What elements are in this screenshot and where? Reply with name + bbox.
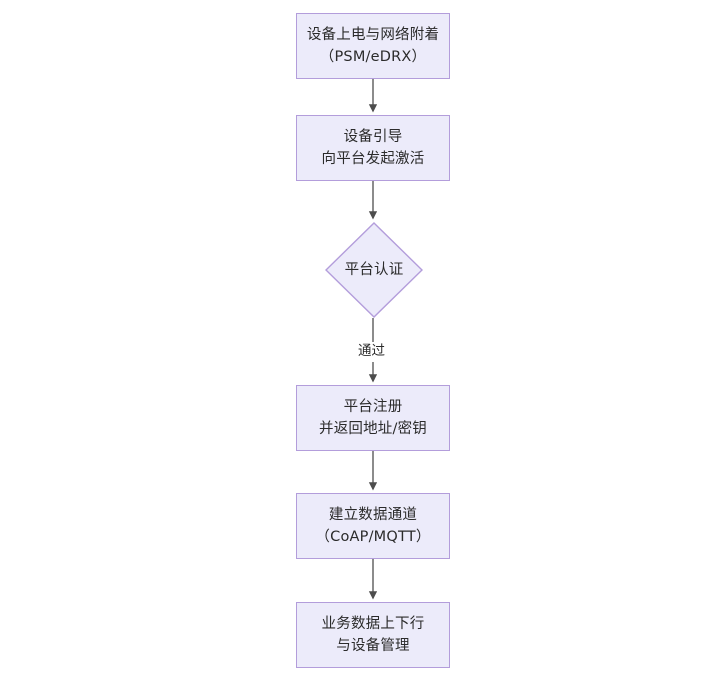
node-line: 设备上电与网络附着 xyxy=(306,26,440,43)
node-line: 设备引导 xyxy=(343,128,403,145)
diamond-icon xyxy=(325,222,423,318)
node-label: 平台认证 xyxy=(325,222,423,318)
edge-label-pass: 通过 xyxy=(355,342,388,362)
node-platform-registration[interactable]: 平台注册 并返回地址/密钥 xyxy=(296,385,450,451)
node-device-bootstrap[interactable]: 设备引导 向平台发起激活 xyxy=(296,115,450,181)
node-line: 平台注册 xyxy=(343,398,403,415)
node-platform-authentication[interactable]: 平台认证 xyxy=(325,222,423,318)
node-line: 业务数据上下行 xyxy=(321,615,425,632)
node-line: （CoAP/MQTT） xyxy=(315,529,431,545)
node-line: （PSM/eDRX） xyxy=(319,49,427,65)
node-line: 向平台发起激活 xyxy=(321,151,425,167)
node-business-data-and-device-management[interactable]: 业务数据上下行 与设备管理 xyxy=(296,602,450,668)
node-device-power-on[interactable]: 设备上电与网络附着 （PSM/eDRX） xyxy=(296,13,450,79)
node-line: 平台认证 xyxy=(344,261,404,278)
node-line: 与设备管理 xyxy=(336,638,410,654)
node-establish-data-channel[interactable]: 建立数据通道 （CoAP/MQTT） xyxy=(296,493,450,559)
node-line: 并返回地址/密钥 xyxy=(319,421,427,437)
node-line: 建立数据通道 xyxy=(328,506,418,523)
